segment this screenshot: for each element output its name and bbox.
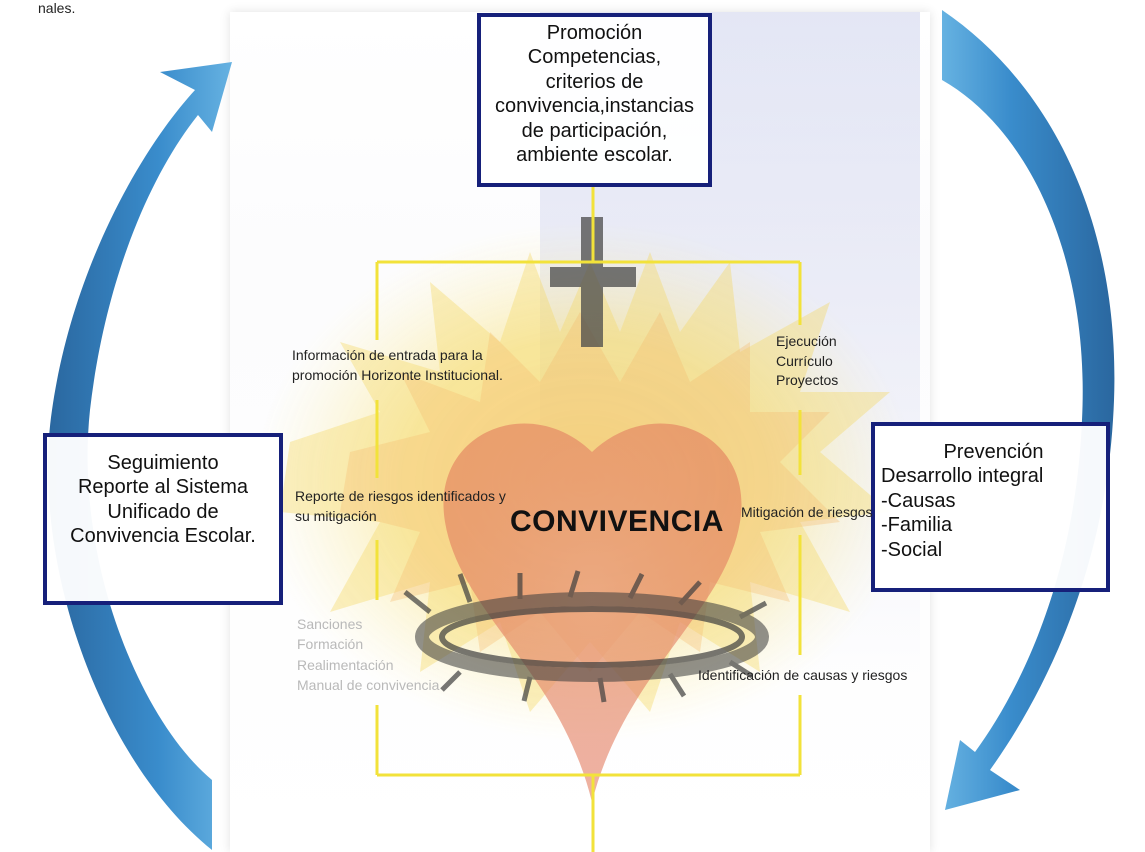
background-panel xyxy=(230,12,930,852)
prevencion-box: Prevención Desarrollo integral -Causas -… xyxy=(871,422,1110,592)
cross xyxy=(550,217,636,347)
seguimiento-title: Seguimiento xyxy=(107,452,219,474)
ejecucion-label: Ejecución Currículo Proyectos xyxy=(776,332,838,391)
ejecucion-item: Ejecución xyxy=(776,333,837,349)
heart xyxy=(443,423,742,802)
thorn-crown xyxy=(403,570,769,703)
prevencion-item: -Causas xyxy=(881,489,956,512)
promocion-box: Promoción Competencias, criterios de con… xyxy=(477,13,712,187)
faded-item: Realimentación xyxy=(297,656,394,673)
faded-list: Sanciones Formación Realimentación Manua… xyxy=(297,614,439,695)
reporte-riesgos-line: Reporte de riesgos identificados y xyxy=(295,488,506,504)
seguimiento-box: Seguimiento Reporte al Sistema Unificado… xyxy=(43,433,283,605)
prevencion-item: Desarrollo integral xyxy=(881,465,1044,488)
info-entrada-line: promoción Horizonte Institucional. xyxy=(292,366,503,383)
prevencion-item: -Social xyxy=(881,538,943,561)
promocion-body: Competencias, criterios de convivencia,i… xyxy=(495,46,694,166)
convivencia-title: CONVIVENCIA xyxy=(510,505,724,538)
info-entrada-line: Información de entrada para la xyxy=(292,347,483,363)
identificacion-label: Identificación de causas y riesgos xyxy=(698,667,908,683)
top-caption: nales. xyxy=(38,0,76,16)
prevencion-item: -Familia xyxy=(881,514,953,537)
ejecucion-item: Proyectos xyxy=(776,372,839,389)
seguimiento-body: Reporte al Sistema Unificado de Conviven… xyxy=(70,476,256,548)
promocion-title: Promoción xyxy=(546,22,643,44)
ejecucion-item: Currículo xyxy=(776,352,833,369)
info-entrada-label: Información de entrada para la promoción… xyxy=(292,346,503,385)
faded-item: Formación xyxy=(297,636,364,653)
faded-item: Manual de convivencia xyxy=(297,676,440,693)
sacred-heart-emblem xyxy=(255,217,915,802)
left-cycle-arrow xyxy=(47,62,232,850)
reporte-riesgos-label: Reporte de riesgos identificados y su mi… xyxy=(295,487,506,526)
mitigacion-label: Mitigación de riesgos xyxy=(741,504,873,520)
prevencion-title: Prevención xyxy=(943,441,1044,463)
faded-item: Sanciones xyxy=(297,616,363,632)
right-cycle-arrow xyxy=(942,10,1115,810)
reporte-riesgos-line: su mitigación xyxy=(295,507,377,524)
